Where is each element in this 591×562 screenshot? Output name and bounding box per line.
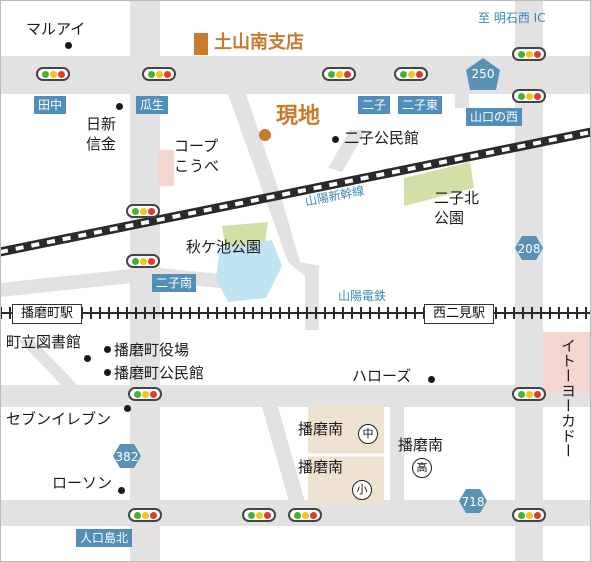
intersection-futago: 二子	[358, 96, 391, 114]
junior-high-school-mark: 中	[358, 424, 378, 444]
shinkansen-line	[0, 127, 591, 257]
machiritsu-tosyokan-label: 町立図書館	[6, 333, 82, 351]
landmark-dot	[104, 346, 111, 353]
traffic-light	[512, 47, 546, 61]
harima-kominkan-label: 播磨町公民館	[114, 364, 205, 382]
akigaike-koen-label: 秋ケ池公園	[186, 238, 262, 256]
landmark-dot	[332, 136, 339, 143]
route-250-number: 250	[471, 67, 495, 81]
library-road	[18, 340, 92, 400]
harimacho-station: 播磨町駅	[12, 304, 83, 324]
yamaguchi-junction	[455, 94, 469, 108]
traffic-light	[36, 67, 70, 81]
nishifutami-station: 西二見駅	[424, 304, 495, 324]
ito-yokado-area	[543, 332, 591, 392]
route-382-number: 382	[115, 450, 139, 464]
shop-label: 土山南支店	[214, 32, 304, 53]
seven-eleven-label: セブンイレブン	[6, 410, 112, 428]
site-marker	[259, 129, 271, 141]
harows-label: ハローズ	[352, 367, 412, 385]
intersection-tanaka: 田中	[34, 96, 67, 114]
harima-yakuba-label: 播磨町役場	[114, 341, 190, 359]
traffic-light	[142, 67, 176, 81]
nissin-label: 日新 信金	[86, 115, 117, 153]
route-208-badge-shape	[515, 236, 543, 260]
marui-label: マルアイ	[26, 20, 86, 38]
intersection-yamaguchi-no-nishi: 山口の西	[466, 108, 523, 126]
south-diagonal-road	[260, 400, 308, 512]
site-label: 現地	[276, 104, 321, 129]
futago-kominkan-label: 二子公民館	[344, 129, 420, 147]
route-208-number: 208	[517, 242, 541, 256]
lawson-label: ローソン	[52, 474, 113, 492]
sanyo-dentetsu-label: 山陽電鉄	[338, 289, 387, 303]
elementary-school-mark: 小	[352, 480, 372, 500]
route-208-road	[515, 0, 543, 562]
coop-store-area	[158, 150, 174, 186]
landmark-dot	[118, 487, 125, 494]
traffic-light	[126, 204, 160, 218]
landmark-dot	[65, 42, 72, 49]
traffic-light	[128, 508, 162, 522]
traffic-light	[512, 89, 546, 103]
school-side-road	[390, 385, 404, 512]
traffic-light	[394, 67, 428, 81]
intersection-futago-minami: 二子南	[152, 274, 197, 292]
harimaminami-sho-label: 播磨南	[298, 458, 344, 476]
traffic-light	[288, 508, 322, 522]
coop-label: コープ こうべ	[174, 137, 220, 175]
landmark-dot	[116, 103, 123, 110]
route-250-badge-shape	[466, 58, 500, 90]
route-718-badge-shape	[459, 489, 487, 513]
traffic-light	[322, 67, 356, 81]
landmark-dot	[84, 355, 91, 362]
shop-marker	[194, 33, 208, 55]
traffic-light	[512, 387, 546, 401]
route-718-number: 718	[461, 495, 485, 509]
intersection-futago-higashi: 二子東	[398, 96, 443, 114]
high-school-mark: 高	[412, 458, 432, 478]
landmark-dot	[104, 369, 111, 376]
intersection-uryu: 瓜生	[136, 96, 169, 114]
landmark-dot	[428, 376, 435, 383]
harimaminami-chu-label: 播磨南	[298, 420, 344, 438]
traffic-light	[242, 508, 276, 522]
traffic-light	[128, 387, 162, 401]
akigaike-pond	[216, 240, 282, 302]
direction-label: 至 明石西 IC	[478, 11, 546, 25]
route-382-badge-shape	[113, 444, 141, 468]
traffic-light	[126, 254, 160, 268]
national-route-250	[0, 56, 591, 94]
diagonal-road	[228, 94, 320, 280]
intersection-hitokojima-kita: 人口島北	[76, 529, 133, 547]
southern-east-west-road	[0, 385, 591, 407]
landmark-dot	[124, 405, 131, 412]
ito-yokado-label: イトーヨーカドー	[559, 338, 577, 458]
futagokita-park-area	[404, 162, 474, 206]
harimaminami-ko-label: 播磨南	[398, 436, 444, 454]
futagokita-koen-label: 二子北 公園	[434, 189, 480, 227]
traffic-light	[512, 508, 546, 522]
west-feeder-road	[0, 266, 160, 297]
futago-side-road	[328, 130, 366, 172]
